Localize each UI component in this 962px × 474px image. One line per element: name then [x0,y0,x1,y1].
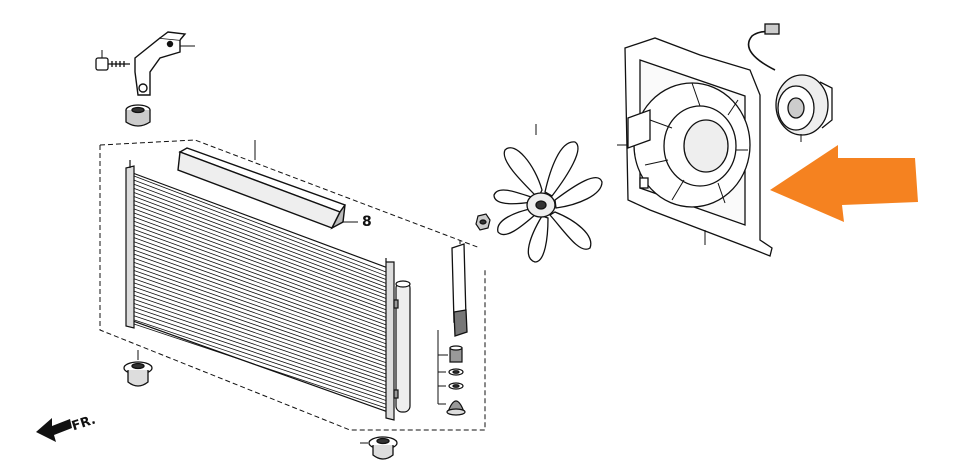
fan-shroud [617,37,773,257]
condenser-fin [133,179,387,277]
condenser-fin [133,286,387,375]
condenser-fin [133,192,387,288]
lower-right-rubber-mount [360,436,398,460]
desiccant-filter [451,240,468,337]
condenser-fin [133,196,387,292]
front-direction-arrow-icon [36,418,72,442]
upper-rubber-mount [125,104,151,127]
condenser-fin [133,253,387,345]
mounting-bracket [134,31,195,96]
condenser-fin [133,290,387,379]
condenser-fin [133,249,387,341]
condenser-fin [133,237,387,330]
condenser-fin [133,187,387,284]
condenser-fin [133,261,387,352]
condenser-fin [133,216,387,311]
condenser-fin [133,282,387,371]
condenser-fin [133,220,387,314]
fan-motor [747,23,833,142]
condenser-fin [133,229,387,322]
orange-pointer-arrow-icon [770,145,918,222]
condenser-fin [133,294,387,382]
condenser-fin [133,241,387,333]
condenser-fin [133,257,387,348]
condenser-fin [133,315,387,401]
bracket-bolt [95,50,130,71]
condenser-fin [133,183,387,280]
condenser-fin [133,278,387,367]
condenser-fin [133,245,387,337]
condenser-fin [133,270,387,360]
condenser-fin [133,266,387,356]
condenser-fin [133,175,387,273]
condenser-fin [133,307,387,394]
condenser-fin [133,319,387,405]
cooling-fan-blade [493,124,603,263]
lower-left-rubber-mount [123,350,153,387]
condenser-fin [133,200,387,296]
condenser-assembly-outline [99,139,486,431]
condenser-fin [133,274,387,364]
filter-parts-stack [437,330,466,416]
condenser-fin [133,323,387,409]
condenser-fin [133,224,387,318]
condenser-fin [133,303,387,390]
callout-part-8: 8 [362,214,372,230]
condenser-fin [133,311,387,398]
condenser-fin [133,212,387,307]
condenser-fin [133,233,387,326]
condenser-fin [133,298,387,386]
condenser-fin [133,208,387,303]
condenser-seal-strip [177,147,358,230]
condenser [125,160,411,421]
fan-nut [475,213,491,231]
condenser-fin [133,204,387,299]
